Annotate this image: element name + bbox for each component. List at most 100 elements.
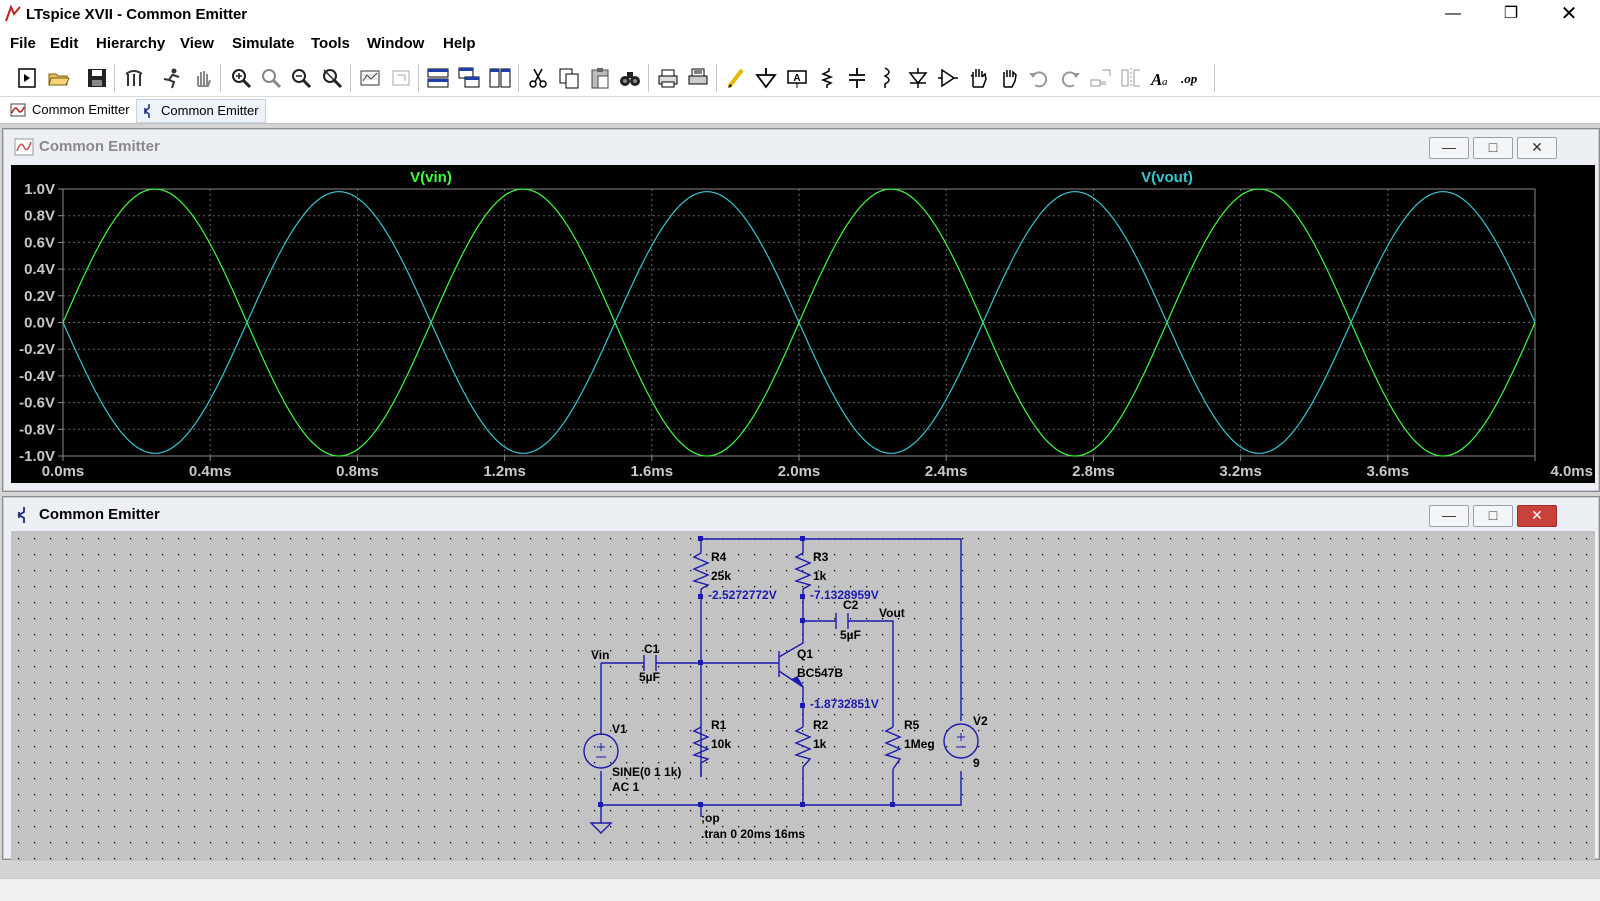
node-voltage-base: -2.5272772V bbox=[708, 588, 777, 602]
zoom-cancel-icon[interactable] bbox=[320, 66, 344, 90]
menu-hierarchy[interactable]: Hierarchy bbox=[96, 35, 166, 52]
control-panel-icon[interactable] bbox=[122, 66, 146, 90]
op-directive[interactable]: ;op bbox=[701, 811, 720, 825]
zoom-full-icon[interactable] bbox=[259, 66, 283, 90]
menu-tools[interactable]: Tools bbox=[311, 35, 350, 52]
r3-name[interactable]: R3 bbox=[813, 550, 829, 564]
tab-waveform[interactable]: Common Emitter bbox=[8, 99, 132, 121]
restore-button[interactable]: ❐ bbox=[1503, 5, 1519, 22]
waveform-window-icon bbox=[14, 138, 34, 156]
schematic-minimize-button[interactable]: — bbox=[1429, 505, 1469, 527]
print-icon[interactable] bbox=[686, 66, 710, 90]
v2-value[interactable]: 9 bbox=[973, 756, 980, 770]
menu-view[interactable]: View bbox=[180, 35, 214, 52]
menu-file[interactable]: File bbox=[10, 35, 36, 52]
tile-vertical-icon[interactable] bbox=[488, 66, 512, 90]
open-icon[interactable] bbox=[47, 66, 71, 90]
probe-icon[interactable] bbox=[389, 66, 413, 90]
new-schematic-icon[interactable] bbox=[15, 66, 39, 90]
tab-schematic[interactable]: Common Emitter bbox=[136, 99, 266, 123]
component-icon[interactable] bbox=[936, 66, 960, 90]
rotate-icon[interactable] bbox=[1088, 66, 1112, 90]
move-icon[interactable] bbox=[967, 66, 991, 90]
undo-icon[interactable] bbox=[1027, 66, 1051, 90]
vout-net-label[interactable]: Vout bbox=[879, 606, 905, 620]
r4-value[interactable]: 25k bbox=[711, 569, 731, 583]
tile-horizontal-icon[interactable] bbox=[426, 66, 450, 90]
menu-edit[interactable]: Edit bbox=[50, 35, 79, 52]
c2-name[interactable]: C2 bbox=[843, 598, 859, 612]
x-tick-label: 2.0ms bbox=[778, 463, 821, 480]
close-button[interactable]: ✕ bbox=[1560, 3, 1578, 25]
menu-simulate[interactable]: Simulate bbox=[232, 35, 295, 52]
save-icon[interactable] bbox=[85, 66, 109, 90]
legend-vvin[interactable]: V(vin) bbox=[410, 169, 452, 186]
menu-window[interactable]: Window bbox=[367, 35, 425, 52]
waveform-window-titlebar[interactable]: Common Emitter — □ ✕ bbox=[3, 129, 1599, 163]
diode-icon[interactable] bbox=[906, 66, 930, 90]
cascade-icon[interactable] bbox=[457, 66, 481, 90]
label-net-icon[interactable]: A bbox=[785, 66, 809, 90]
zoom-out-icon[interactable] bbox=[289, 66, 313, 90]
q1-name[interactable]: Q1 bbox=[797, 647, 813, 661]
ltspice-app-icon bbox=[5, 5, 21, 22]
minimize-button[interactable]: — bbox=[1445, 5, 1461, 22]
redo-icon[interactable] bbox=[1058, 66, 1082, 90]
r5-value[interactable]: 1Meg bbox=[904, 737, 935, 751]
r1-value[interactable]: 10k bbox=[711, 737, 731, 751]
v2-name[interactable]: V2 bbox=[973, 714, 988, 728]
mirror-icon[interactable] bbox=[1119, 66, 1143, 90]
tran-directive[interactable]: .tran 0 20ms 16ms bbox=[701, 827, 805, 841]
r5-name[interactable]: R5 bbox=[904, 718, 920, 732]
zoom-in-icon[interactable] bbox=[229, 66, 253, 90]
r3-value[interactable]: 1k bbox=[813, 569, 827, 583]
drag-icon[interactable] bbox=[997, 66, 1021, 90]
r2-name[interactable]: R2 bbox=[813, 718, 829, 732]
q1-model[interactable]: BC547B bbox=[797, 666, 843, 680]
r4-name[interactable]: R4 bbox=[711, 550, 727, 564]
c1-name[interactable]: C1 bbox=[644, 642, 660, 656]
c1-value[interactable]: 5µF bbox=[639, 670, 660, 684]
cut-icon[interactable] bbox=[526, 66, 550, 90]
spice-directive-icon[interactable]: .op bbox=[1180, 66, 1204, 90]
schematic-maximize-button[interactable]: □ bbox=[1473, 505, 1513, 527]
r2-value[interactable]: 1k bbox=[813, 737, 827, 751]
autorange-icon[interactable] bbox=[358, 66, 382, 90]
waveform-minimize-button[interactable]: — bbox=[1429, 137, 1469, 159]
halt-icon[interactable] bbox=[191, 66, 215, 90]
capacitor-icon[interactable] bbox=[845, 66, 869, 90]
y-tick-label: 0.4V bbox=[24, 261, 55, 278]
r1-name[interactable]: R1 bbox=[711, 718, 727, 732]
legend-vvout[interactable]: V(vout) bbox=[1141, 169, 1193, 186]
run-icon[interactable] bbox=[160, 66, 184, 90]
waveform-maximize-button[interactable]: □ bbox=[1473, 137, 1513, 159]
document-tab-bar: Common Emitter Common Emitter bbox=[0, 97, 1600, 124]
v1-sine[interactable]: SINE(0 1 1k) bbox=[612, 765, 681, 779]
resistor-icon[interactable] bbox=[815, 66, 839, 90]
menu-bar: File Edit Hierarchy View Simulate Tools … bbox=[0, 30, 1600, 58]
paste-icon[interactable] bbox=[588, 66, 612, 90]
menu-help[interactable]: Help bbox=[443, 35, 476, 52]
find-icon[interactable] bbox=[618, 66, 642, 90]
v1-name[interactable]: V1 bbox=[612, 722, 627, 736]
copy-icon[interactable] bbox=[557, 66, 581, 90]
schematic-close-button[interactable]: ✕ bbox=[1517, 505, 1557, 527]
inductor-icon[interactable] bbox=[875, 66, 899, 90]
schematic-canvas[interactable]: R4 25k R3 1k R1 10k R2 1k R5 1Meg C1 5µF… bbox=[11, 531, 1595, 861]
schematic-window-titlebar[interactable]: Common Emitter — □ ✕ bbox=[3, 497, 1599, 531]
y-tick-label: -0.2V bbox=[19, 341, 55, 358]
waveform-close-button[interactable]: ✕ bbox=[1517, 137, 1557, 159]
y-tick-label: 0.8V bbox=[24, 208, 55, 225]
v1-ac[interactable]: AC 1 bbox=[612, 780, 640, 794]
vin-net-label[interactable]: Vin bbox=[591, 648, 609, 662]
draw-wire-icon[interactable] bbox=[724, 66, 748, 90]
c2-value[interactable]: 5µF bbox=[840, 628, 861, 642]
y-tick-label: 0.0V bbox=[24, 315, 55, 332]
print-setup-icon[interactable] bbox=[656, 66, 680, 90]
ground-icon[interactable] bbox=[754, 66, 778, 90]
x-tick-label: 1.6ms bbox=[631, 463, 674, 480]
